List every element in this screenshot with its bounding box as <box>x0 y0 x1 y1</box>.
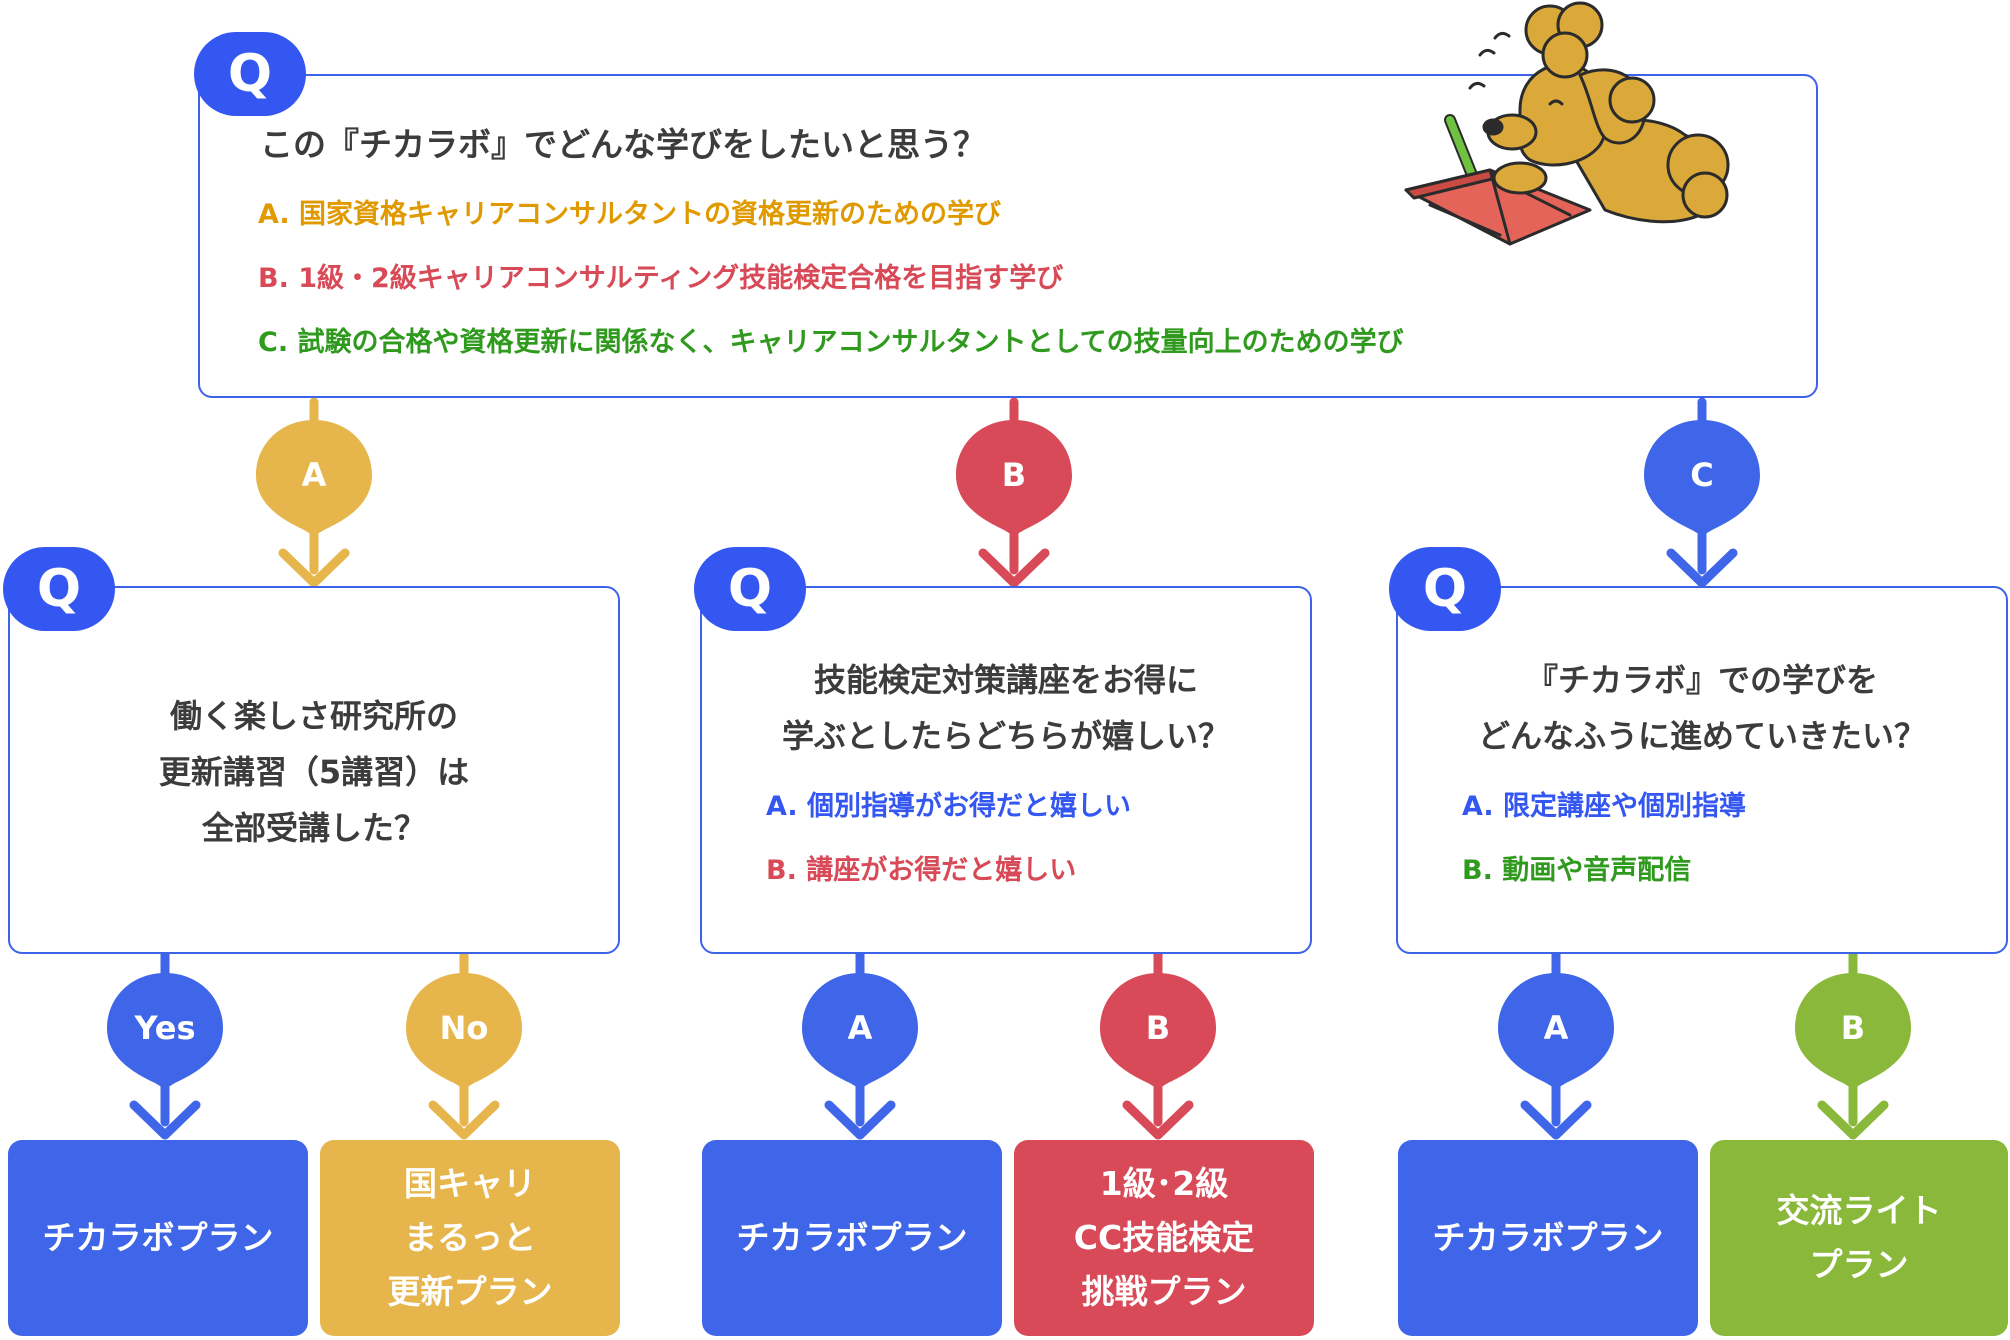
arrow-c <box>1666 548 1738 588</box>
question-a-line-3: 全部受講した？ <box>201 809 426 847</box>
plan-kokkyari-renewal: 国キャリ まるっと 更新プラン <box>320 1140 620 1336</box>
bulb-b-b <box>1100 973 1216 1089</box>
question-c-option-a: A. 限定講座や個別指導 <box>1462 791 1747 822</box>
bulb-c-b <box>1795 973 1911 1089</box>
question-a-line-1: 働く楽しさ研究所の <box>169 697 458 735</box>
question-c-badge: Q <box>1389 547 1501 631</box>
main-question-title: この『チカラボ』でどんな学びをしたいと思う？ <box>260 125 986 164</box>
arrow-no <box>428 1100 500 1140</box>
bulb-c-a <box>1498 973 1614 1089</box>
bulb-b-a <box>802 973 918 1089</box>
main-question-badge: Q <box>194 32 306 116</box>
question-a-line-2: 更新講習（5講習）は <box>158 753 470 791</box>
plan-chikarabo-2: チカラボプラン <box>702 1140 1002 1336</box>
question-b-badge: Q <box>694 547 806 631</box>
arrow-b-a <box>824 1100 896 1140</box>
bulb-c <box>1644 420 1760 536</box>
plan-chikarabo-1: チカラボプラン <box>8 1140 308 1336</box>
bulb-b <box>956 420 1072 536</box>
arrow-c-b <box>1817 1100 1889 1140</box>
question-c-line-2: どんなふうに進めていきたい？ <box>1477 717 1926 755</box>
question-b-line-1: 技能検定対策講座をお得に <box>813 661 1198 699</box>
arrow-c-a <box>1520 1100 1592 1140</box>
bulb-a <box>256 420 372 536</box>
arrow-a <box>278 548 350 588</box>
main-option-b: B. 1級・2級キャリアコンサルティング技能検定合格を目指す学び <box>258 263 1064 294</box>
question-b-box <box>700 586 1312 954</box>
bulb-no <box>406 973 522 1089</box>
arrow-b <box>978 548 1050 588</box>
plan-cc-skill-exam: 1級･2級 CC技能検定 挑戦プラン <box>1014 1140 1314 1336</box>
question-c-text: 『チカラボ』での学びを どんなふうに進めていきたい？ <box>1396 652 2008 764</box>
question-b-option-b: B. 講座がお得だと嬉しい <box>766 855 1077 886</box>
plan-chikarabo-3: チカラボプラン <box>1398 1140 1698 1336</box>
dog-reading-book-illustration <box>1404 1 1730 246</box>
question-c-option-b: B. 動画や音声配信 <box>1462 855 1692 886</box>
bulb-yes <box>107 973 223 1089</box>
question-a-box <box>8 586 620 954</box>
main-option-c: C. 試験の合格や資格更新に関係なく、キャリアコンサルタントとしての技量向上のた… <box>258 327 1404 358</box>
question-a-badge: Q <box>3 547 115 631</box>
question-c-box <box>1396 586 2008 954</box>
question-b-text: 技能検定対策講座をお得に 学ぶとしたらどちらが嬉しい？ <box>700 652 1312 764</box>
question-b-line-2: 学ぶとしたらどちらが嬉しい？ <box>781 717 1230 755</box>
arrow-yes <box>129 1100 201 1140</box>
question-b-option-a: A. 個別指導がお得だと嬉しい <box>766 791 1132 822</box>
main-option-a: A. 国家資格キャリアコンサルタントの資格更新のための学び <box>258 199 1002 230</box>
arrow-b-b <box>1122 1100 1194 1140</box>
question-c-line-1: 『チカラボ』での学びを <box>1525 661 1878 699</box>
plan-exchange-light: 交流ライト プラン <box>1710 1140 2008 1336</box>
question-a-text: 働く楽しさ研究所の 更新講習（5講習）は 全部受講した？ <box>8 688 620 856</box>
